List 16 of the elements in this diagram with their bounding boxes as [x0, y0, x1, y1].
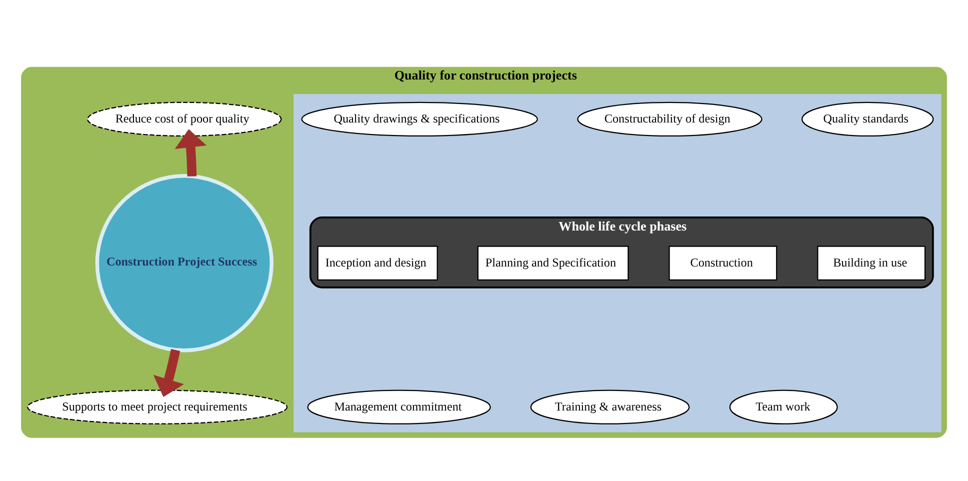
arrow	[153, 349, 184, 398]
cluster	[294, 94, 942, 432]
node-ellipse: Quality standards	[802, 102, 934, 137]
node-box: Inception and design	[317, 246, 438, 280]
node-ellipse: Team work	[729, 390, 838, 424]
node-ellipse: Constructability of design	[577, 102, 762, 137]
node-box: Building in use	[817, 246, 926, 280]
node-ellipse: Management commitment	[307, 390, 491, 424]
node-ellipse: Training & awareness	[530, 390, 690, 424]
node-ellipse: Reduce cost of poor quality	[87, 102, 282, 137]
arrow	[174, 129, 207, 176]
node-ellipse: Supports to meet project requirements	[27, 390, 288, 424]
node-box: Planning and Specification	[477, 246, 629, 280]
node-ellipse: Quality drawings & specifications	[301, 102, 538, 137]
node-box: Construction	[668, 246, 778, 280]
node-circle: Construction Project Success	[95, 174, 274, 352]
